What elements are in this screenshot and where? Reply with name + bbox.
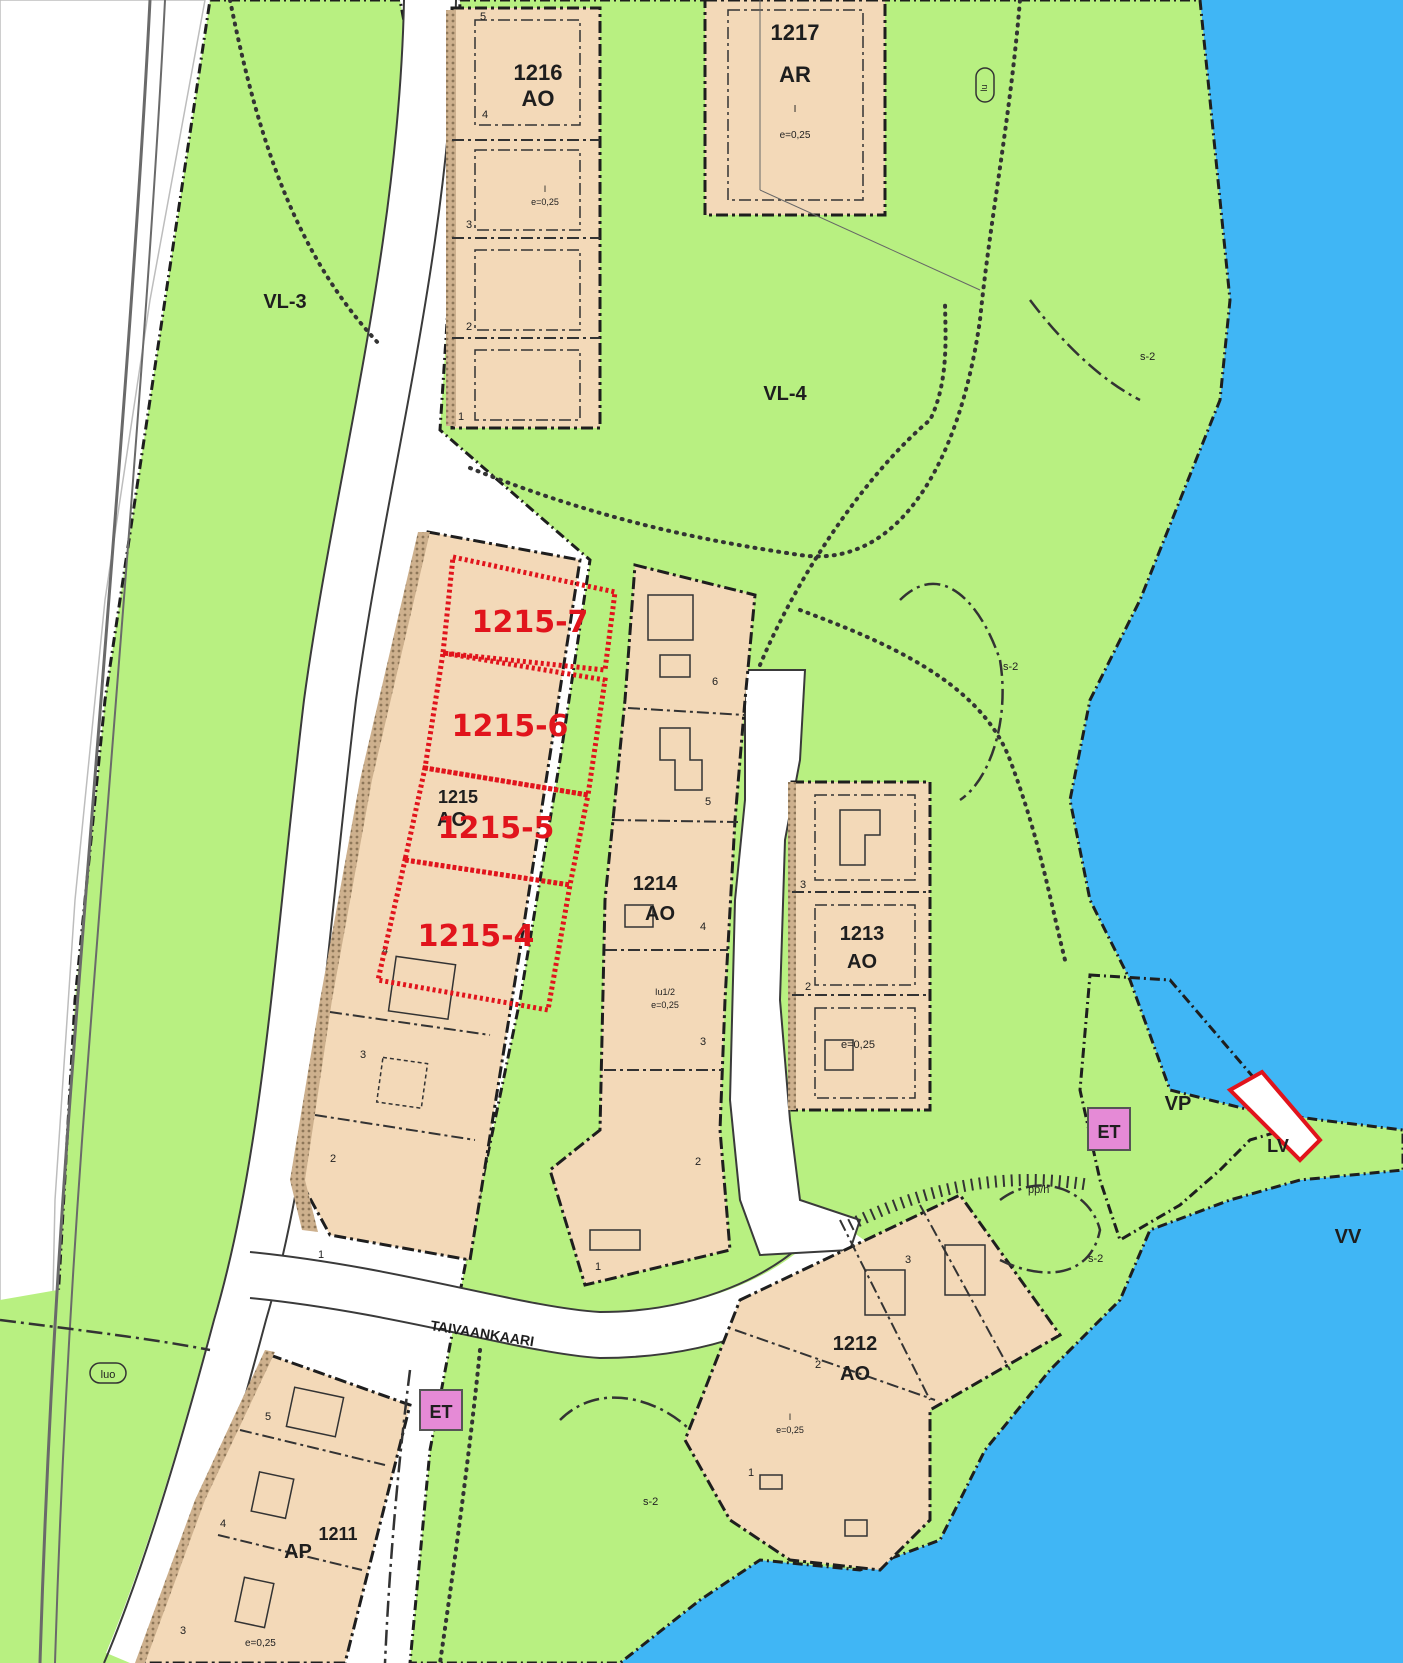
lot-number: 1 [595, 1261, 601, 1273]
block-1216: 1216 AO I e=0,25 5 4 3 2 1 [446, 6, 602, 430]
lot-number: 4 [220, 1518, 226, 1530]
footpath-dotted [798, 608, 1067, 962]
main-road [106, 0, 456, 1663]
lot-number: 2 [815, 1359, 821, 1371]
lot-number: 3 [360, 1049, 366, 1061]
area-boundary [899, 582, 1004, 802]
west-road-line [54, 0, 166, 1663]
et-square-south [419, 1389, 463, 1431]
svg-text:lu: lu [979, 84, 989, 91]
marker-s2: s-2 [1003, 661, 1018, 673]
lot-number: 3 [800, 879, 806, 891]
floors: I [789, 1412, 792, 1422]
area-boundary [999, 1184, 1102, 1274]
highlight-lot-label: 1215-4 [418, 919, 535, 954]
lot-number: 6 [712, 676, 718, 688]
area-label-lv: LV [1267, 1136, 1289, 1156]
et-square-east [1087, 1107, 1131, 1151]
footpath-dotted [758, 298, 948, 667]
lot-number: 5 [480, 11, 486, 23]
block-number: 1215 [438, 787, 478, 807]
lot-number: 2 [805, 981, 811, 993]
lot-number: 3 [180, 1625, 186, 1637]
block-1215: 1215 AO 4 3 2 1 [290, 530, 582, 1262]
highlight-lot-label: 1215-6 [452, 709, 569, 744]
area-boundary [0, 1318, 211, 1352]
efficiency: e=0,25 [776, 1425, 804, 1435]
block-1211: AP 1211 e=0,25 5 4 3 [135, 1350, 412, 1663]
area-label-vl4: VL-4 [763, 383, 807, 405]
lot-number: 2 [695, 1156, 701, 1168]
marker-s2: s-2 [643, 1496, 658, 1508]
lu-marker: lu [975, 67, 995, 103]
lot-number: 5 [265, 1411, 271, 1423]
block-1213: 1213 AO e=0,25 3 2 [788, 780, 932, 1112]
lot-number: 5 [705, 796, 711, 808]
efficiency: e=0,25 [531, 197, 559, 207]
lot-number: 3 [905, 1254, 911, 1266]
marker-s2: s-2 [1088, 1253, 1103, 1265]
highlight-lot-label: 1215-5 [438, 811, 555, 846]
lot-number: 1 [748, 1467, 754, 1479]
block-number: 1211 [318, 1524, 357, 1544]
lv-area [1226, 1069, 1323, 1163]
highlight-lot-label: 1215-7 [472, 605, 589, 640]
outside-area [0, 0, 206, 1663]
block-use: AO [437, 809, 467, 831]
lot-number: 1 [318, 1249, 324, 1261]
main-road-edge-west [103, 0, 405, 1663]
area-boundary [383, 1369, 412, 1663]
lot-number: 2 [330, 1153, 336, 1165]
block-1214: 1214 AO Iu1/2 e=0,25 6 5 4 3 2 1 [548, 563, 757, 1287]
footpath-dotted [228, 0, 382, 347]
efficiency: e=0,25 [841, 1039, 875, 1051]
water-area [620, 0, 1403, 1663]
area-boundary [559, 1396, 691, 1431]
area-label-et-east: ET [1097, 1122, 1120, 1142]
luo-marker: luo [89, 1362, 127, 1384]
marker-ppth: pp/h [1028, 1184, 1049, 1196]
lot-number: 4 [482, 109, 488, 121]
street-edge [249, 1214, 831, 1314]
lot-number: 4 [700, 921, 706, 933]
lot-number: 3 [700, 1036, 706, 1048]
lot-number: 3 [466, 219, 472, 231]
block-use: AR [779, 62, 811, 87]
efficiency: e=0,25 [651, 1000, 679, 1010]
block-1217: 1217 AR I e=0,25 [703, 0, 981, 291]
block-number: 1212 [833, 1333, 878, 1355]
footpath-dotted [468, 0, 1022, 559]
floors: I [544, 184, 547, 194]
block-number: 1217 [771, 20, 820, 45]
highlighted-lots: 1215-7 1215-6 1215-5 1215-4 [374, 553, 618, 1013]
block-use: AO [847, 951, 877, 973]
area-label-vp: VP [1165, 1093, 1192, 1115]
block-number: 1213 [840, 923, 885, 945]
footpath-dotted [438, 1348, 482, 1663]
lot-number: 4 [382, 945, 388, 957]
block-number: 1214 [633, 873, 678, 895]
efficiency: e=0,25 [780, 130, 811, 141]
efficiency: e=0,25 [245, 1638, 276, 1649]
floors: Iu1/2 [655, 987, 675, 997]
west-road [38, 0, 152, 1663]
area-label-et-south: ET [429, 1402, 452, 1422]
floors: I [794, 104, 797, 115]
block-use: AO [645, 903, 675, 925]
marker-s2: s-2 [1140, 351, 1155, 363]
block-use: AP [284, 1541, 312, 1563]
block-number: 1216 [514, 60, 563, 85]
area-label-vl3: VL-3 [263, 291, 306, 313]
svg-text:luo: luo [101, 1369, 116, 1381]
block-use: AO [840, 1363, 870, 1385]
area-label-vv: VV [1335, 1226, 1362, 1248]
lot-number: 1 [458, 411, 464, 423]
lot-number: 2 [466, 321, 472, 333]
block-use: AO [522, 86, 555, 111]
